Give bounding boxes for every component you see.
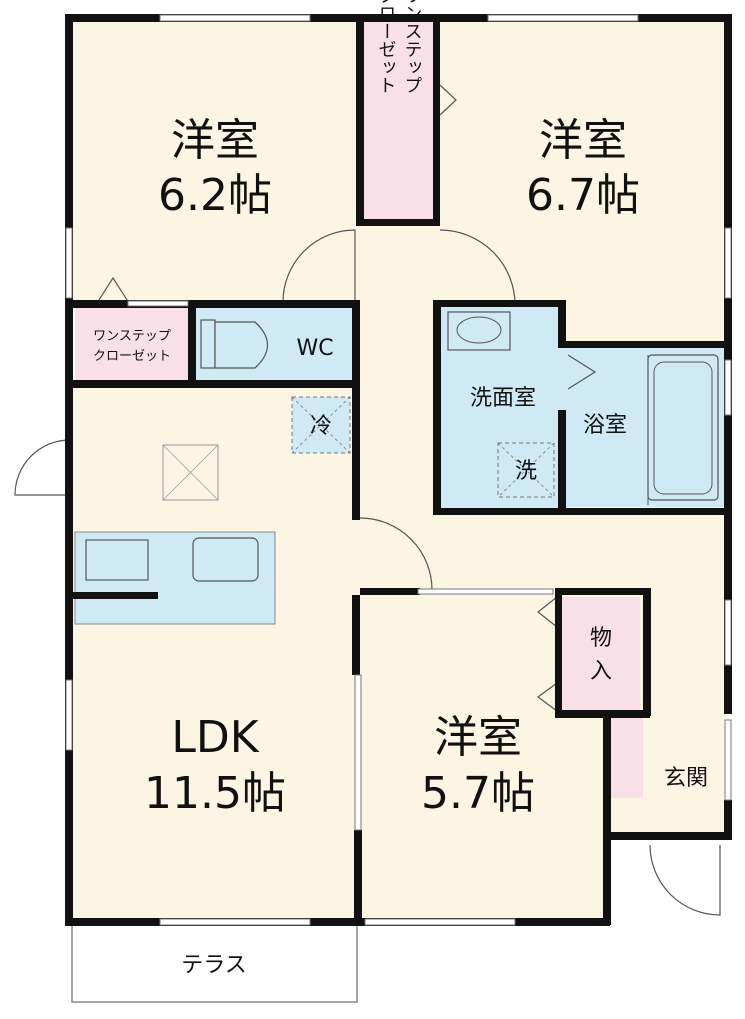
storage-floor (560, 597, 640, 710)
storage-arrow-2 (536, 682, 558, 712)
closet-arrow-1 (96, 276, 130, 304)
wall-entrance-right (724, 800, 732, 840)
wall-bottom (65, 918, 610, 926)
wall-wash-right (558, 300, 566, 348)
ldk-floor (70, 385, 360, 920)
window-ldk-bottom (159, 918, 311, 926)
wall-closet2-bottom (356, 219, 440, 226)
fridge-cross-b (291, 396, 351, 454)
kitchen-counter (70, 531, 276, 625)
bedroom-2-floor (438, 18, 728, 343)
bedroom-3-size: 5.7帖 (421, 768, 535, 819)
bedroom-3-name: 洋室 (434, 712, 522, 763)
window-closet1-top (127, 300, 189, 307)
door-bedroom-2 (439, 229, 516, 306)
wall-storage-top (555, 588, 650, 595)
kitchen-sink (85, 539, 149, 581)
ldk-size: 11.5帖 (144, 768, 286, 819)
windows (65, 14, 732, 926)
wall-ldk-right-upper (352, 385, 360, 520)
ldk-name: LDK (171, 712, 259, 763)
window-hall-right (724, 599, 732, 666)
door-swings (14, 84, 721, 916)
window-bed1-left (65, 227, 73, 299)
kitchen-stove (192, 537, 259, 582)
closet-1-line2: クローゼット (93, 349, 171, 364)
storage-label-1: 物 (590, 626, 612, 651)
door-entrance (649, 844, 721, 916)
wall-storage-left (555, 588, 562, 718)
bath-arrow (567, 354, 597, 390)
wall-closet2-right (433, 14, 440, 226)
window-bed1-top (159, 14, 311, 22)
wall-bed3-right (603, 710, 611, 925)
window-bed2-right (724, 227, 732, 299)
closet-arrow-2 (439, 84, 457, 116)
kitchen-wall-partition (70, 592, 158, 599)
wall-closet2-left (356, 14, 364, 226)
bathtub-inner (653, 361, 713, 495)
door-exterior (14, 439, 71, 496)
door-bedroom-1 (282, 229, 356, 303)
wall-top-mid (355, 14, 440, 22)
bedroom-1-size: 6.2帖 (158, 170, 272, 221)
wall-storage-bottom (555, 710, 650, 718)
wall-bed1-bottom (65, 300, 360, 308)
washbasin-bowl (456, 316, 502, 344)
wall-closet1-right (188, 300, 196, 388)
door-ldk (359, 517, 433, 591)
skylight-cross-b (162, 444, 219, 501)
wall-wash-left (433, 300, 441, 515)
bedroom-2-name: 洋室 (539, 115, 627, 166)
entrance-shoe-box (608, 718, 643, 798)
wall-storage-right (643, 588, 651, 716)
washer-label: 洗 (515, 459, 537, 484)
wall-wash-bottom (433, 508, 728, 515)
toilet-bowl (214, 321, 269, 369)
storage-label-2: 入 (590, 659, 612, 684)
washer-cross-b (497, 442, 555, 498)
closet-2-line1: ワンステップ (402, 0, 423, 94)
window-bath-right (724, 359, 732, 416)
fridge-cross-a (291, 396, 351, 454)
wall-left (65, 14, 73, 926)
hall-lower-floor (355, 510, 728, 595)
wall-ldk-top (65, 380, 360, 388)
window-bed2-top (487, 14, 639, 22)
washroom-label: 洗面室 (470, 386, 536, 411)
wall-hall-left (352, 300, 360, 385)
window-ldk-sliding (354, 674, 362, 831)
entrance-label: 玄関 (664, 766, 708, 791)
fridge-label: 冷 (310, 414, 332, 439)
labels: 洋室 6.2帖 洋室 6.7帖 LDK 11.5帖 洋室 5.7帖 洗面室 浴室… (93, 0, 708, 978)
bathroom-label: 浴室 (583, 413, 627, 438)
storage-arrow-1 (537, 596, 558, 628)
window-bed3-bottom (364, 918, 516, 926)
window-entrance-right (724, 719, 732, 801)
wall-ldk-right-bottom (354, 830, 362, 925)
fixtures (162, 311, 719, 505)
toilet-tank (200, 319, 216, 369)
closet-2-floor (362, 22, 436, 220)
toilet-label: WC (296, 336, 333, 361)
wall-bath-top (558, 341, 732, 348)
bedroom-2-size: 6.7帖 (526, 170, 640, 221)
wall-wash-right-2 (558, 410, 566, 515)
terrace-label: テラス (181, 953, 247, 978)
wall-bed2-bottom (433, 300, 563, 307)
wall-bed3-top (360, 588, 420, 595)
skylight (162, 444, 219, 501)
window-ldk-left (65, 679, 73, 751)
bedroom-1-floor (70, 18, 360, 303)
wall-ldk-right-lower (352, 595, 360, 675)
closet-2-line2: クローゼット (376, 0, 397, 94)
bedroom-1-name: 洋室 (171, 115, 259, 166)
closet-1-line1: ワンステップ (93, 329, 171, 344)
wall-entrance-bottom (603, 832, 732, 840)
closet-1-floor (75, 305, 190, 383)
window-bed3-top (417, 588, 554, 595)
